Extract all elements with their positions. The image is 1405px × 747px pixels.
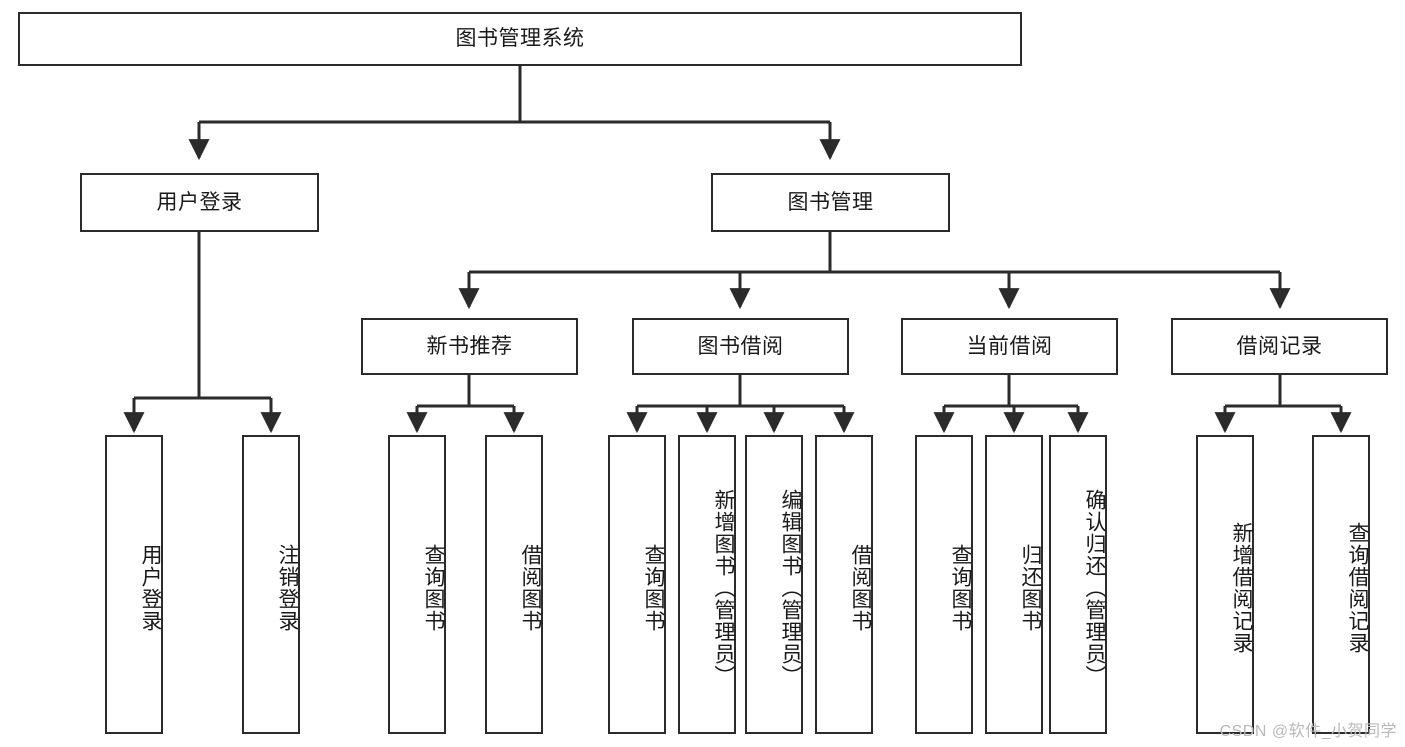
node-leaf-query-borrow-record[interactable]: 查询借阅记录 (1312, 435, 1370, 734)
node-label: 用户登录 (139, 543, 162, 632)
node-leaf-query-book-recommend[interactable]: 查询图书 (388, 435, 446, 734)
node-leaf-add-book-admin[interactable]: 新增图书（管理员） (678, 435, 736, 734)
node-label: 用户登录 (156, 190, 243, 214)
node-current-borrow[interactable]: 当前借阅 (901, 318, 1118, 375)
node-label: 查询图书 (642, 543, 665, 632)
node-new-book-recommend[interactable]: 新书推荐 (361, 318, 578, 375)
node-leaf-confirm-return-admin[interactable]: 确认归还（管理员） (1049, 435, 1107, 734)
node-label: 新增图书（管理员） (712, 488, 735, 687)
node-label: 编辑图书（管理员） (779, 488, 802, 687)
node-label: 新增借阅记录 (1230, 521, 1253, 654)
watermark: CSDN @软件_小贺同学 (1219, 723, 1397, 740)
node-label: 图书管理系统 (455, 27, 585, 51)
node-leaf-borrow-book[interactable]: 借阅图书 (815, 435, 873, 734)
node-label: 图书管理 (787, 190, 874, 214)
node-label: 借阅图书 (849, 543, 872, 632)
node-leaf-add-borrow-record[interactable]: 新增借阅记录 (1196, 435, 1254, 734)
node-borrow-record[interactable]: 借阅记录 (1171, 318, 1388, 375)
node-label: 借阅记录 (1236, 334, 1323, 358)
node-label: 查询借阅记录 (1346, 521, 1369, 654)
node-label: 归还图书 (1019, 543, 1042, 632)
node-leaf-logout[interactable]: 注销登录 (242, 435, 300, 734)
node-label: 注销登录 (276, 543, 299, 632)
node-leaf-borrow-book-recommend[interactable]: 借阅图书 (485, 435, 543, 734)
node-label: 确认归还（管理员） (1083, 488, 1106, 687)
node-user-login[interactable]: 用户登录 (80, 173, 319, 232)
node-label: 新书推荐 (426, 334, 513, 358)
node-label: 借阅图书 (519, 543, 542, 632)
node-label: 当前借阅 (966, 334, 1053, 358)
node-leaf-query-book-borrow[interactable]: 查询图书 (608, 435, 666, 734)
node-root-system[interactable]: 图书管理系统 (18, 12, 1022, 66)
node-leaf-query-book-current[interactable]: 查询图书 (915, 435, 973, 734)
node-label: 图书借阅 (697, 334, 784, 358)
node-book-borrow[interactable]: 图书借阅 (632, 318, 849, 375)
node-leaf-edit-book-admin[interactable]: 编辑图书（管理员） (745, 435, 803, 734)
node-label: 查询图书 (422, 543, 445, 632)
node-leaf-return-book[interactable]: 归还图书 (985, 435, 1043, 734)
node-label: 查询图书 (949, 543, 972, 632)
node-book-management[interactable]: 图书管理 (711, 173, 950, 232)
node-leaf-user-login[interactable]: 用户登录 (105, 435, 163, 734)
